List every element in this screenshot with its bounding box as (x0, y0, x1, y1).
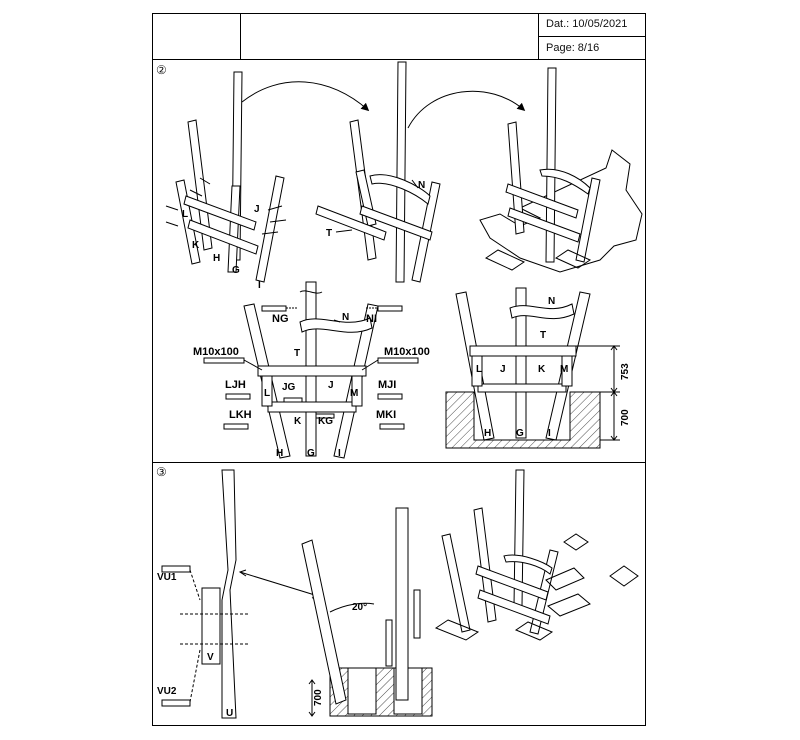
front-label-k: K (294, 416, 302, 427)
front-label-t: T (294, 348, 300, 359)
iso1-label-h: H (213, 253, 220, 264)
install-label-k: K (538, 364, 546, 375)
dimension-700-step2: 700 (620, 409, 631, 426)
iso2-label-t: T (326, 228, 332, 239)
front-label-j: J (328, 380, 334, 391)
front-post-g: G (307, 448, 315, 459)
page-cell: Page: 8/16 (539, 37, 645, 60)
install-post-i: I (548, 428, 551, 439)
front-label-kg: KG (318, 416, 333, 427)
step3-angle: 20° (352, 602, 367, 613)
install-label-l: L (476, 364, 482, 375)
iso-view-3 (479, 67, 643, 273)
front-post-h: H (276, 448, 283, 459)
step3-post-assembly (161, 469, 320, 719)
step-3-number: ③ (156, 465, 167, 479)
install-post-h: H (484, 428, 491, 439)
step-2-number: ② (156, 63, 167, 77)
front-label-n: N (342, 312, 349, 323)
iso1-label-g: G (232, 265, 240, 276)
install-label-m: M (560, 364, 568, 375)
date-text: Dat.: 10/05/2021 (546, 18, 628, 30)
date-cell: Dat.: 10/05/2021 (539, 14, 645, 37)
title-block: Dat.: 10/05/2021 Page: 8/16 (153, 14, 645, 60)
install-label-j: J (500, 364, 506, 375)
front-elevation (203, 281, 419, 459)
drawing-sheet: Dat.: 10/05/2021 Page: 8/16 ② ③ (152, 13, 646, 726)
install-label-n: N (548, 296, 555, 307)
iso-view-2 (315, 61, 441, 283)
installed-elevation (445, 287, 620, 449)
front-label-jg: JG (282, 382, 296, 393)
front-post-i: I (338, 448, 341, 459)
step3-label-v: V (207, 652, 214, 663)
front-bolt-ng: NG (272, 313, 289, 325)
step3-iso-view (434, 469, 639, 641)
page-number-text: Page: 8/16 (546, 42, 600, 54)
step3-label-u: U (226, 708, 233, 719)
iso1-label-i: I (258, 280, 261, 291)
front-label-l: L (264, 388, 270, 399)
curved-arrow-1 (241, 81, 370, 112)
front-bolt-ljh: LJH (225, 379, 246, 391)
install-post-g: G (516, 428, 524, 439)
front-bolt-mki: MKI (376, 409, 396, 421)
iso1-label-j: J (254, 204, 260, 215)
iso2-label-n: N (418, 180, 425, 191)
iso1-label-k: K (192, 240, 200, 251)
iso1-label-l: L (182, 209, 188, 220)
iso-view-1 (165, 71, 287, 283)
front-bolt-ni: NI (366, 313, 377, 325)
step3-depth: 700 (313, 689, 324, 706)
front-bolt-lkh: LKH (229, 409, 252, 421)
front-label-m: M (350, 388, 358, 399)
curved-arrow-2 (407, 90, 526, 129)
front-bolt-m10-left: M10x100 (193, 346, 239, 358)
section-divider (153, 462, 645, 463)
title-block-logo-cell (153, 14, 241, 60)
step3-tilted-install (301, 507, 433, 717)
install-label-t: T (540, 330, 546, 341)
step3-label-vu2: VU2 (157, 686, 177, 697)
dimension-753: 753 (620, 363, 631, 380)
front-bolt-mji: MJI (378, 379, 396, 391)
front-bolt-m10-right: M10x100 (384, 346, 430, 358)
title-block-title-cell (241, 14, 539, 60)
step3-label-vu1: VU1 (157, 572, 177, 583)
